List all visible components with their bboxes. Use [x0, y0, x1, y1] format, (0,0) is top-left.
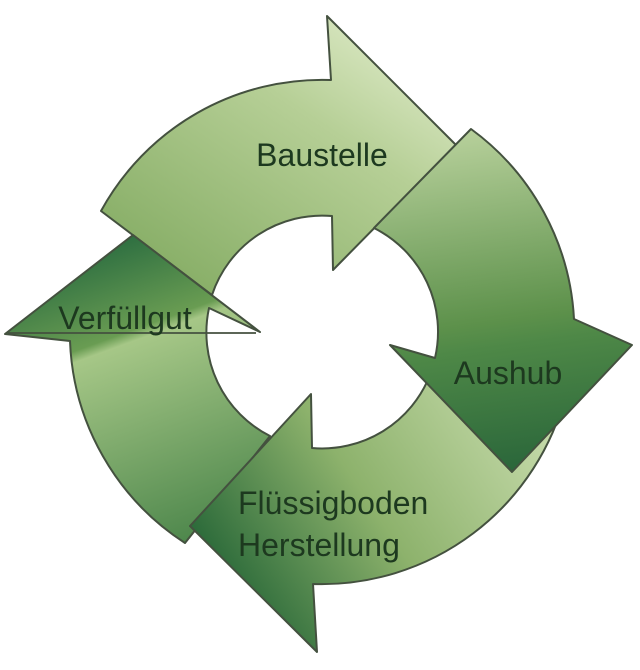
arrow-fluessigboden [189, 374, 567, 653]
label-verfuellgut: Verfüllgut [58, 300, 192, 336]
label-baustelle: Baustelle [256, 137, 388, 173]
arrow-baustelle [100, 15, 457, 296]
label-fluessigboden-line2: Herstellung [238, 527, 400, 563]
arrow-aushub [373, 128, 633, 473]
arrow-verfuellgut [4, 234, 271, 544]
label-fluessigboden-line1: Flüssigboden [238, 485, 428, 521]
label-aushub: Aushub [454, 355, 563, 391]
